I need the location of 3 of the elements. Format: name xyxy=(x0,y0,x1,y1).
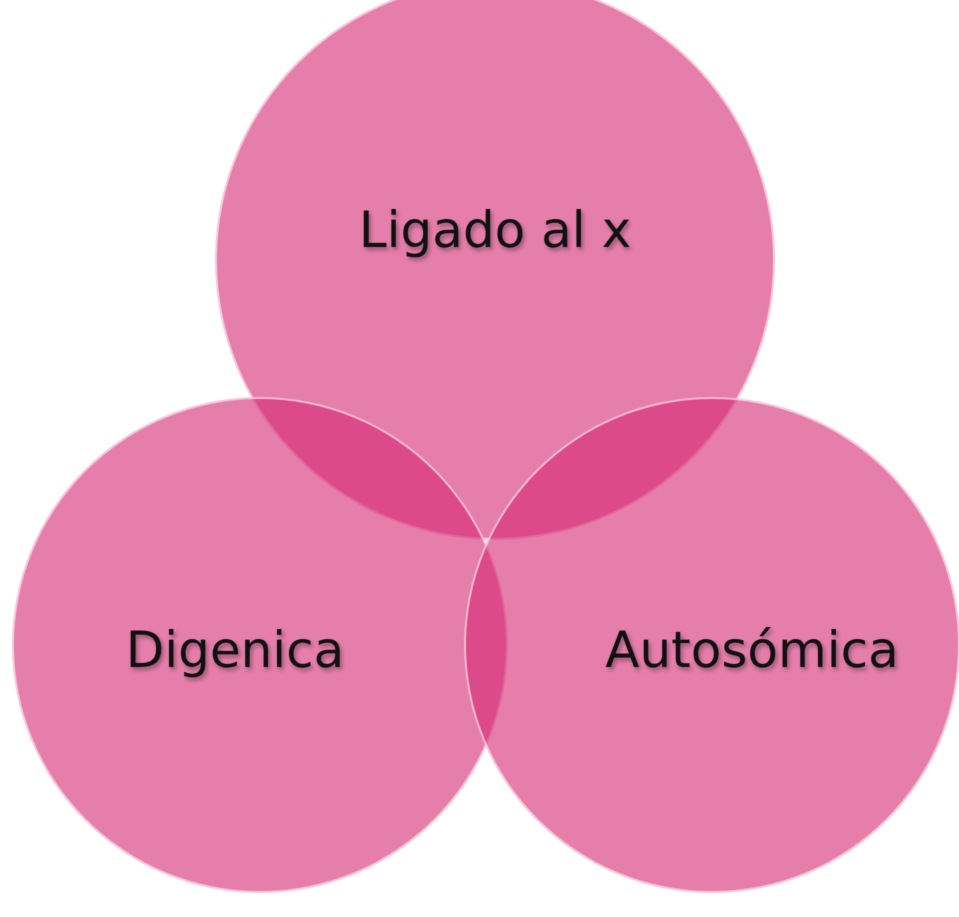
circle-label: Ligado al x xyxy=(358,201,632,259)
circle-label: Autosómica xyxy=(605,621,899,679)
circle-label: Digenica xyxy=(126,621,344,679)
